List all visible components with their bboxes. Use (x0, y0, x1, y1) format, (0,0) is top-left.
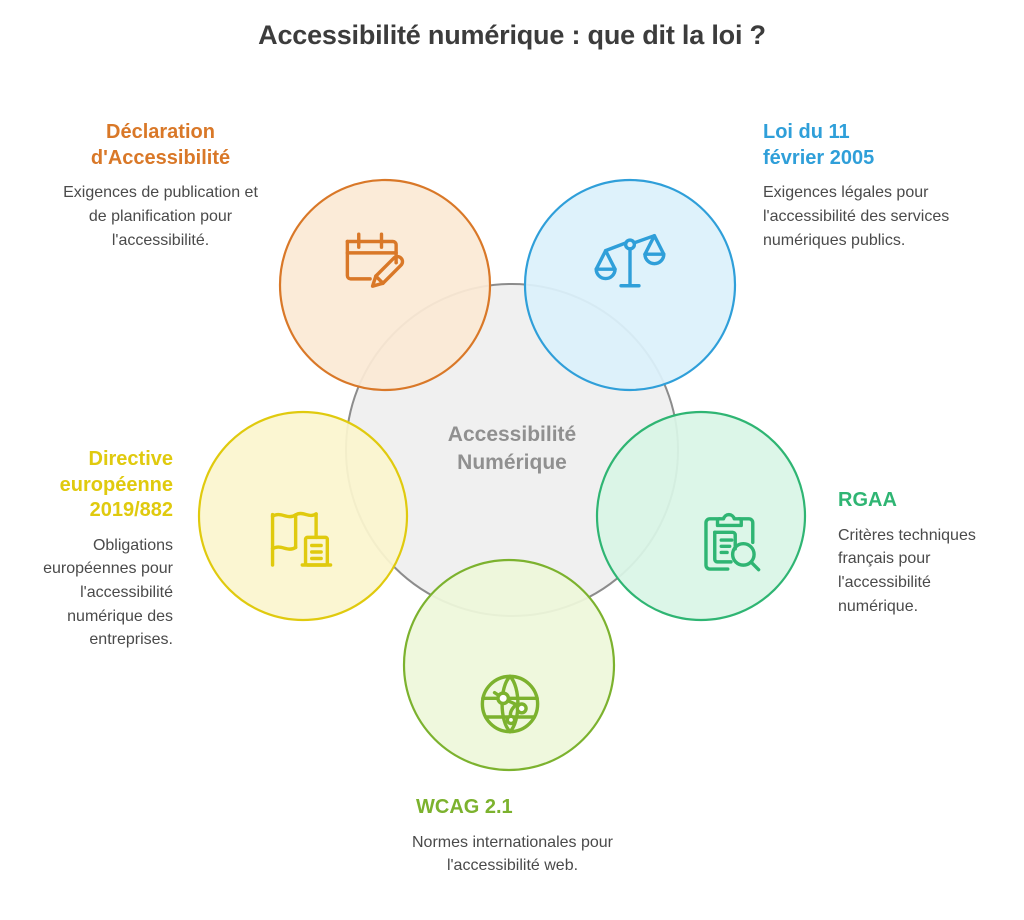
label-title-directive: Directive européenne 2019/882 (18, 447, 173, 524)
page-title: Accessibilité numérique : que dit la loi… (258, 20, 766, 50)
label-title-rgaa: RGAA (838, 488, 1010, 514)
label-title-line1: Déclaration (106, 121, 215, 143)
label-block-directive[interactable]: Directive européenne 2019/882 Obligation… (18, 447, 173, 652)
label-block-rgaa[interactable]: RGAA Critères techniques français pour l… (838, 488, 1010, 618)
label-title-line3: 2019/882 (89, 499, 173, 522)
label-title-line1: Directive (88, 448, 174, 470)
label-block-wcag[interactable]: WCAG 2.1 Normes internationales pour l'a… (400, 795, 625, 878)
center-label: Accessibilité Numérique (402, 421, 622, 477)
label-desc-wcag: Normes internationales pour l'accessibil… (412, 833, 613, 875)
label-title-line2: d'Accessibilité (90, 146, 231, 169)
label-desc-loi2005: Exigences légales pour l'accessibilité d… (763, 184, 950, 249)
petal-circle-declaration[interactable] (278, 178, 492, 392)
label-title-loi2005: Loi du 11 février 2005 (763, 120, 968, 171)
label-desc-rgaa: Critères techniques français pour l'acce… (838, 526, 976, 615)
label-title-line1: RGAA (838, 489, 897, 511)
label-title-line2: européenne (59, 473, 173, 496)
label-desc-declaration: Exigences de publication et de planifica… (63, 184, 258, 249)
petal-circle-wcag[interactable] (402, 558, 616, 772)
label-block-declaration[interactable]: Déclaration d'Accessibilité Exigences de… (58, 120, 263, 252)
label-block-loi2005[interactable]: Loi du 11 février 2005 Exigences légales… (763, 120, 968, 252)
petal-circle-rgaa[interactable] (595, 410, 807, 622)
label-title-line1: WCAG 2.1 (416, 796, 513, 818)
center-label-line1: Accessibilité (447, 423, 577, 446)
balance-scales-icon (591, 224, 669, 302)
label-title-line1: Loi du 11 (763, 121, 850, 143)
label-title-line2: février 2005 (763, 146, 875, 169)
petal-circle-directive[interactable] (197, 410, 409, 622)
calendar-pencil-icon (336, 222, 414, 300)
center-label-line2: Numérique (457, 450, 567, 474)
label-title-wcag: WCAG 2.1 (400, 795, 625, 821)
clipboard-search-icon (692, 505, 770, 583)
globe-network-icon (471, 665, 549, 743)
label-desc-directive: Obligations européennes pour l'accessibi… (43, 536, 173, 649)
label-title-declaration: Déclaration d'Accessibilité (58, 120, 263, 171)
map-book-icon (262, 500, 340, 578)
